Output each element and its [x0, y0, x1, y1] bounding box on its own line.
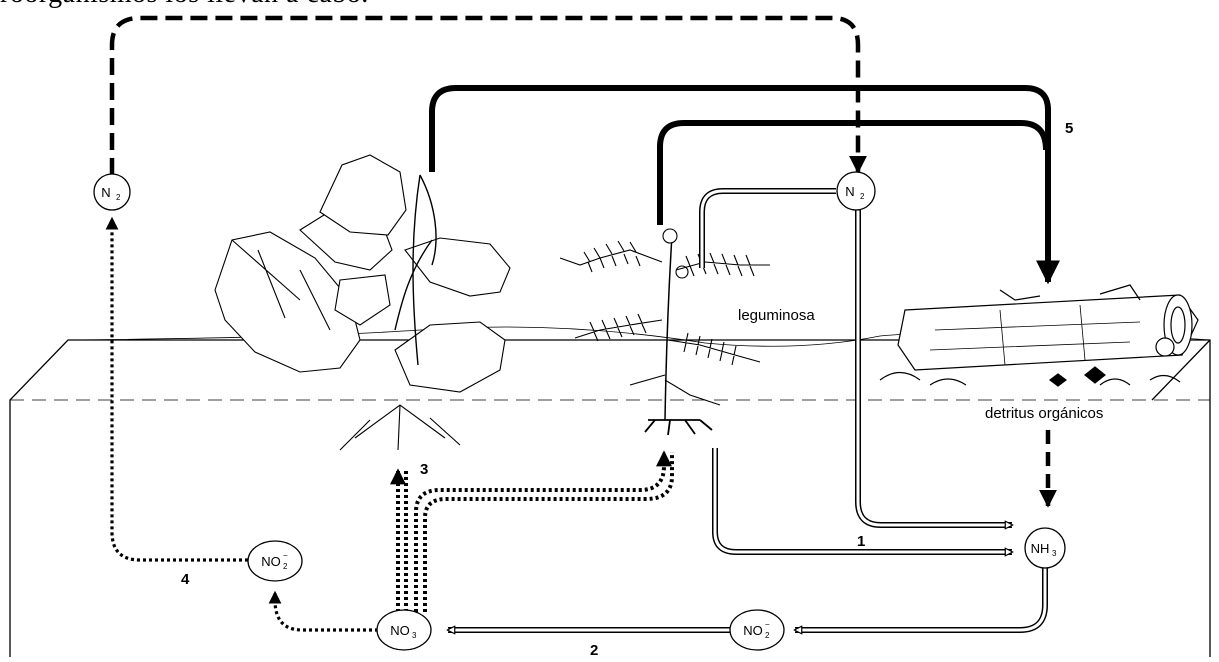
- double-line-n2-to-legume: [699, 188, 836, 268]
- arrow-5-legume-to-detritus: [657, 120, 1049, 225]
- node-no2-left: NO 2 −: [247, 540, 303, 582]
- svg-text:2: 2: [765, 631, 770, 640]
- step-number-4: 4: [181, 571, 190, 588]
- svg-text:−: −: [283, 551, 288, 560]
- arrow-1-legume-to-nh3: [712, 448, 1012, 552]
- svg-text:NO: NO: [390, 623, 410, 638]
- svg-text:2: 2: [116, 193, 121, 202]
- arrow-1-n2-to-nh3: [855, 210, 1012, 525]
- svg-text:N: N: [101, 185, 110, 200]
- svg-text:NO: NO: [261, 554, 281, 569]
- caption-text: roorganismos los llevan a cabo.: [0, 0, 369, 10]
- svg-text:N: N: [845, 184, 854, 199]
- node-nh3: NH 3: [1024, 527, 1066, 569]
- legume-plant-icon: [559, 228, 770, 436]
- label-leguminosa: leguminosa: [738, 307, 815, 324]
- node-n2-left: N 2: [93, 173, 131, 211]
- svg-text:NH: NH: [1031, 541, 1050, 556]
- step-number-1: 1: [857, 533, 865, 550]
- arrow-3-no3-to-plants: [390, 450, 674, 612]
- node-n2-right: N 2: [836, 171, 876, 211]
- step-number-3: 3: [420, 461, 428, 478]
- svg-text:2: 2: [283, 562, 288, 571]
- svg-text:−: −: [765, 620, 770, 629]
- svg-text:3: 3: [412, 631, 417, 640]
- label-detritus: detritus orgánicos: [985, 405, 1103, 422]
- arrow-4-denitrification: [105, 216, 378, 632]
- node-no3: NO 3: [376, 609, 432, 651]
- node-no2-right: NO 2 −: [729, 609, 785, 651]
- log-detritus-icon: [879, 284, 1199, 387]
- step-number-2: 2: [590, 642, 598, 657]
- svg-text:NO: NO: [743, 623, 763, 638]
- strawberry-plant-icon: [214, 154, 511, 451]
- step-number-5: 5: [1065, 120, 1073, 137]
- svg-text:2: 2: [860, 192, 865, 201]
- svg-text:3: 3: [1052, 549, 1057, 558]
- arrow-5-plant-to-detritus: [429, 85, 1060, 285]
- arrow-2-nh3-to-no2: [795, 568, 1048, 630]
- dashed-arrow-n2-loop: [109, 15, 867, 175]
